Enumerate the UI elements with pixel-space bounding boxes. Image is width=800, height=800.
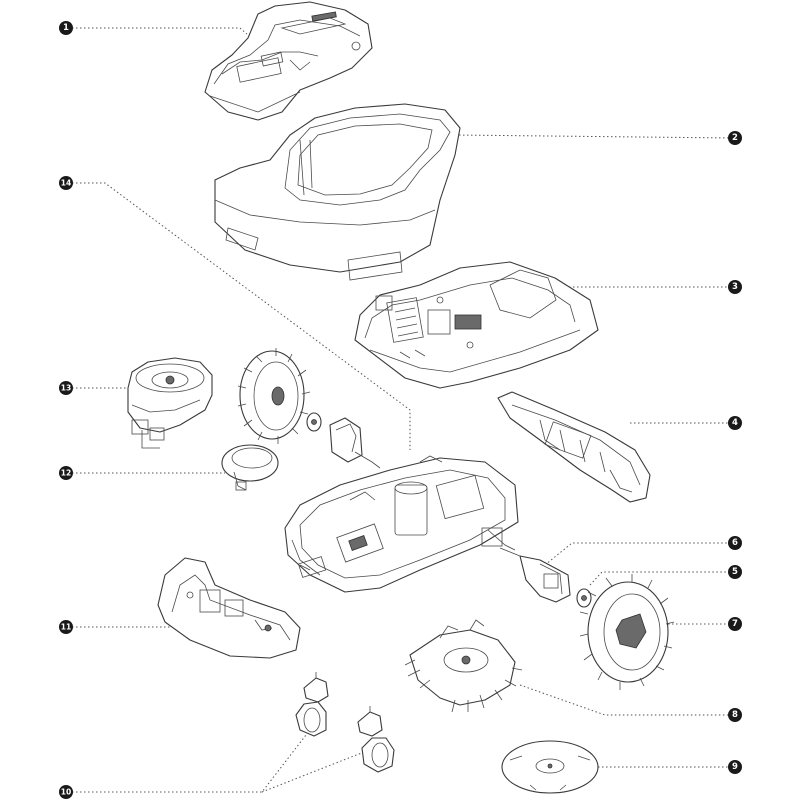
callout-1: 1 [59, 21, 73, 35]
callout-11: 11 [59, 620, 73, 634]
blade-carrier [404, 619, 523, 713]
callout-2: 2 [728, 131, 742, 145]
callout-12: 12 [59, 466, 73, 480]
callout-5: 5 [728, 565, 742, 579]
callout-9: 9 [728, 760, 742, 774]
side-cover [497, 391, 651, 503]
callout-7-label: 7 [732, 619, 738, 629]
right-drive-wheel [579, 574, 675, 690]
callout-2-label: 2 [732, 133, 738, 143]
callout-10-label: 10 [61, 788, 71, 797]
callout-13: 13 [59, 381, 73, 395]
callout-14-label: 14 [61, 179, 71, 188]
top-cover-keypad [204, 1, 373, 121]
callout-1-label: 1 [63, 23, 69, 33]
callout-6: 6 [728, 536, 742, 550]
electronics-chassis [354, 261, 599, 389]
front-caster-left [295, 672, 329, 737]
callout-4: 4 [728, 416, 742, 430]
callout-6-label: 6 [732, 538, 738, 548]
battery-cover [221, 444, 279, 491]
wheel-motor-left [306, 412, 381, 469]
center-chassis-frame [284, 455, 519, 593]
callout-3: 3 [728, 280, 742, 294]
callout-9-label: 9 [732, 762, 738, 772]
callout-4-label: 4 [732, 418, 738, 428]
left-drive-wheel [237, 348, 311, 444]
callout-8: 8 [728, 708, 742, 722]
callout-12-label: 12 [61, 469, 71, 478]
callout-3-label: 3 [732, 282, 738, 292]
callout-13-label: 13 [61, 384, 71, 393]
wheel-motor-right [499, 547, 571, 603]
callout-14: 14 [59, 176, 73, 190]
callout-10: 10 [59, 785, 73, 799]
disc-plate [501, 740, 599, 794]
callout-11-label: 11 [61, 623, 71, 632]
leader-lines [72, 27, 734, 793]
callout-8-label: 8 [732, 710, 738, 720]
body-shell [214, 103, 461, 281]
washer-right [576, 588, 592, 608]
front-bumper [157, 557, 301, 659]
callout-5-label: 5 [732, 567, 738, 577]
front-caster-right [357, 706, 395, 773]
cutting-motor-housing [127, 357, 213, 449]
callout-7: 7 [728, 617, 742, 631]
